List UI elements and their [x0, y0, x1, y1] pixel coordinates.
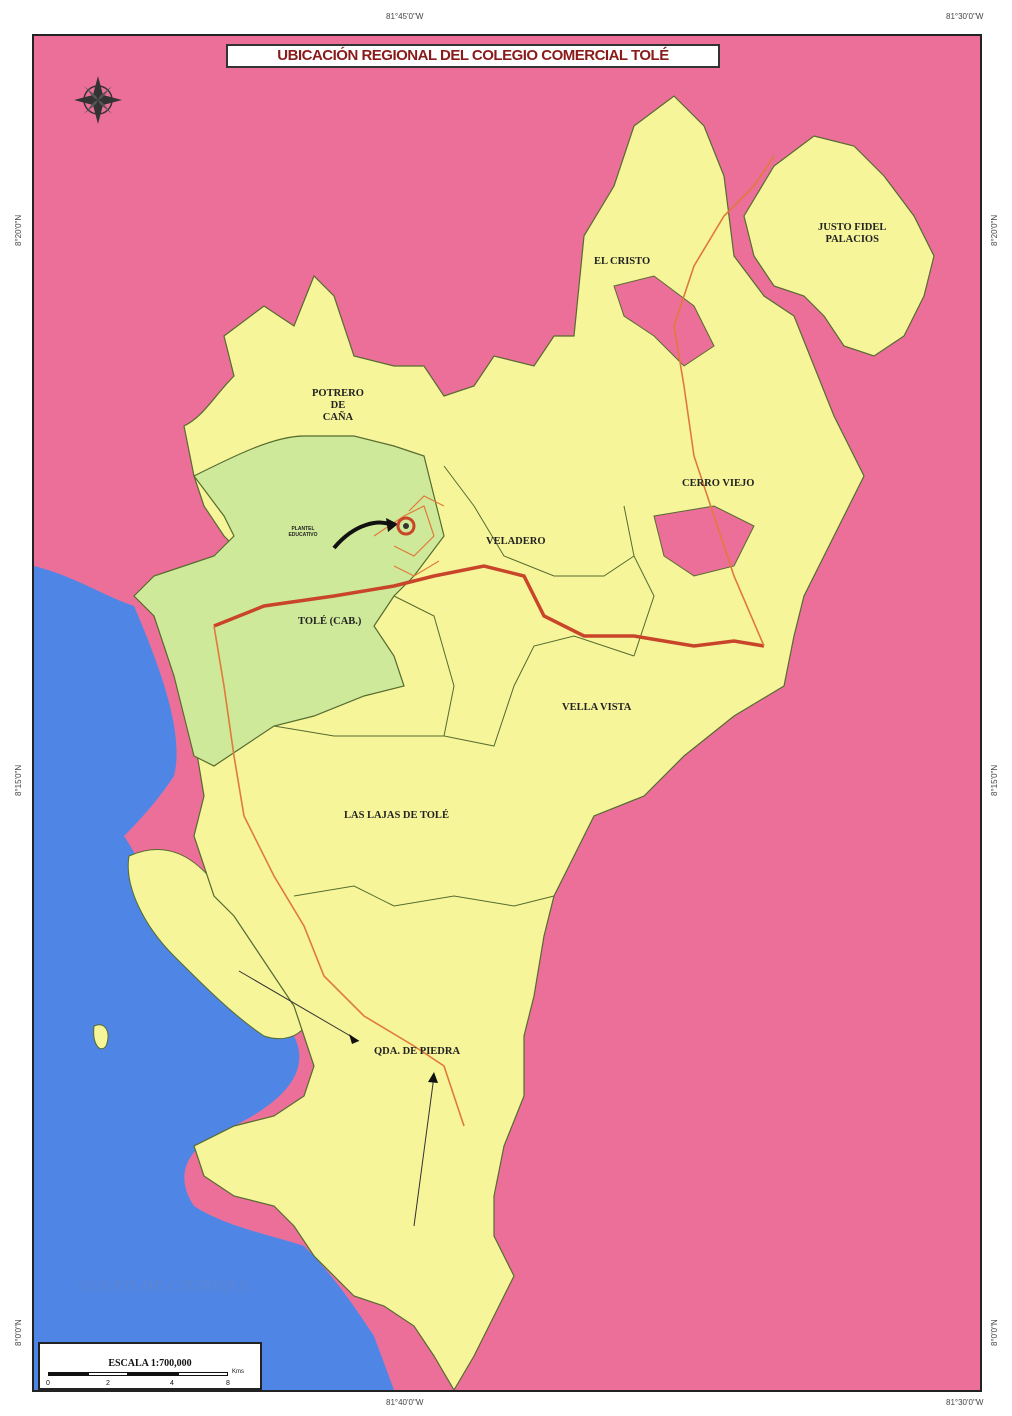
island-small — [93, 1024, 109, 1050]
boundary-line — [393, 595, 635, 747]
region-label-qda-de-piedra: QDA. DE PIEDRA — [374, 1046, 461, 1057]
region-label-las-lajas: LAS LAJAS DE TOLÉ — [344, 810, 449, 821]
coord-right-1: 8°20'0"N — [990, 214, 999, 246]
compass-rose-icon — [74, 76, 122, 124]
district-main — [183, 95, 865, 1390]
pointer-arrow-icon — [238, 970, 360, 1042]
main-road — [213, 564, 765, 648]
coord-bottom-2: 81°30'0"W — [946, 1398, 984, 1407]
school-marker-icon — [396, 516, 416, 536]
scale-tick: 8 — [226, 1380, 230, 1387]
scale-title: ESCALA 1:700,000 — [108, 1358, 192, 1369]
region-label-veladero: VELADERO — [486, 536, 546, 547]
boundary-line — [443, 465, 635, 577]
scale-tick: 2 — [106, 1380, 110, 1387]
secondary-road — [673, 155, 775, 647]
scale-unit: Kms — [232, 1369, 244, 1375]
coord-top-1: 81°45'0"W — [386, 12, 424, 21]
pointer-arrow-icon — [413, 1075, 435, 1227]
region-label-cerro-viejo: CERRO VIEJO — [682, 478, 755, 489]
secondary-road — [213, 625, 465, 1127]
coord-top-2: 81°30'0"W — [946, 12, 984, 21]
scale-segment — [48, 1372, 88, 1376]
scale-segment — [128, 1372, 178, 1376]
region-label-el-cristo: EL CRISTO — [594, 256, 651, 267]
boundary-line — [293, 885, 555, 907]
region-label-justo-fidel: JUSTO FIDEL PALACIOS — [818, 222, 887, 245]
scale-tick: 4 — [170, 1380, 174, 1387]
map-title: UBICACIÓN REGIONAL DEL COLEGIO COMERCIAL… — [226, 44, 720, 68]
scale-segment — [178, 1372, 228, 1376]
region-label-potrero-de-cana: POTRERO DE CAÑA — [312, 388, 364, 423]
pink-inclusion — [613, 275, 715, 367]
scale-segment — [88, 1372, 128, 1376]
coord-left-2: 8°15'0"N — [14, 764, 23, 796]
school-label: PLANTEL EDUCATIVO — [288, 526, 318, 538]
school-marker-icon — [403, 523, 409, 529]
coord-left-1: 8°20'0"N — [14, 214, 23, 246]
region-label-tole-cab: TOLÉ (CAB.) — [298, 616, 362, 627]
boundary-line — [623, 505, 655, 657]
sea-label: GOLFO DE CHIRIQUÍ — [78, 1276, 249, 1295]
coord-bottom-1: 81°40'0"W — [386, 1398, 424, 1407]
map-frame: UBICACIÓN REGIONAL DEL COLEGIO COMERCIAL… — [32, 34, 982, 1392]
pointer-arrow-icon — [386, 518, 398, 532]
boundary-line — [273, 725, 444, 737]
scale-bar-box: ESCALA 1:700,000 0 2 4 8 Kms — [38, 1342, 262, 1390]
pointer-arrow-icon — [428, 1072, 438, 1083]
coord-left-3: 8°0'0"N — [14, 1319, 23, 1346]
region-label-vella-vista: VELLA VISTA — [562, 702, 632, 713]
town-roads — [373, 495, 445, 577]
coord-right-3: 8°0'0"N — [990, 1319, 999, 1346]
coord-right-2: 8°15'0"N — [990, 764, 999, 796]
district-justo-fidel — [743, 135, 935, 357]
map-canvas — [34, 76, 935, 1390]
scale-tick: 0 — [46, 1380, 50, 1387]
pointer-arrow-icon — [349, 1034, 359, 1044]
